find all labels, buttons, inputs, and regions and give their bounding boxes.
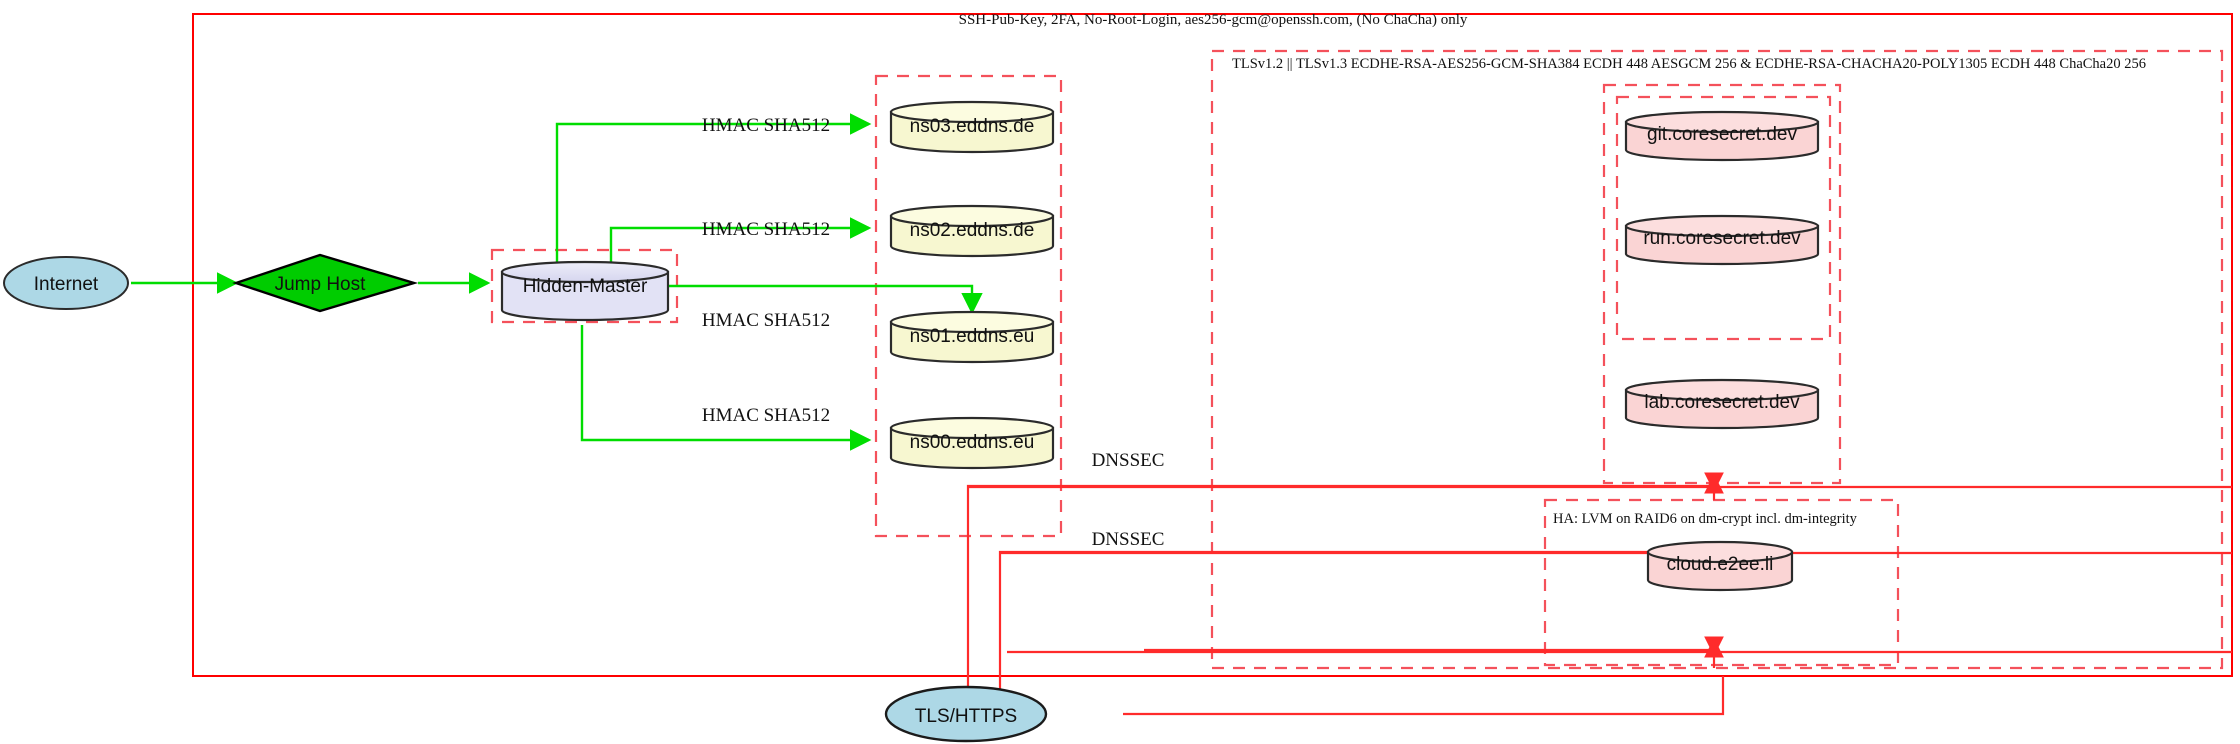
coresecret-inner-zone-boundary (1615, 95, 1832, 341)
node-ns02-label: ns02.eddns.de (910, 220, 1035, 241)
node-ns03-label: ns03.eddns.de (910, 116, 1035, 137)
edge-label-hmac-ns02: HMAC SHA512 (702, 219, 830, 240)
node-tls-https-label: TLS/HTTPS (915, 706, 1017, 727)
node-ns03[interactable]: ns03.eddns.de (889, 100, 1055, 154)
node-jump-host-label: Jump Host (275, 274, 367, 295)
ssh-zone-label: SSH-Pub-Key, 2FA, No-Root-Login, aes256-… (959, 12, 1468, 28)
node-ns01[interactable]: ns01.eddns.eu (889, 310, 1055, 364)
node-ns00[interactable]: ns00.eddns.eu (889, 416, 1055, 470)
ha-zone-boundary (1543, 498, 1900, 667)
edge-label-dnssec-upper: DNSSEC (1092, 450, 1165, 471)
node-ns00-label: ns00.eddns.eu (910, 432, 1035, 453)
node-ns01-label: ns01.eddns.eu (910, 326, 1035, 347)
tls-zone-label: TLSv1.2 || TLSv1.3 ECDHE-RSA-AES256-GCM-… (1232, 56, 2146, 72)
node-hidden-master[interactable]: Hidden-Master (500, 260, 670, 322)
node-lab-coresecret-label: lab.coresecret.dev (1644, 392, 1800, 413)
node-git-coresecret-label: git.coresecret.dev (1647, 124, 1797, 145)
edge-label-dnssec-lower: DNSSEC (1092, 529, 1165, 550)
node-run-coresecret[interactable]: run.coresecret.dev (1624, 214, 1820, 266)
node-run-coresecret-label: run.coresecret.dev (1643, 228, 1801, 249)
red-edges (966, 472, 2232, 716)
node-internet[interactable]: Internet (3, 256, 129, 310)
node-hidden-master-label: Hidden-Master (523, 276, 648, 297)
green-edges (131, 113, 983, 451)
node-tls-https[interactable]: TLS/HTTPS (884, 685, 1048, 743)
edge-label-hmac-ns00: HMAC SHA512 (702, 405, 830, 426)
node-cloud-e2ee-label: cloud.e2ee.li (1667, 554, 1774, 575)
node-lab-coresecret[interactable]: lab.coresecret.dev (1624, 378, 1820, 430)
tls-zone-boundary (1210, 49, 2224, 670)
edge-label-hmac-ns01: HMAC SHA512 (702, 310, 830, 331)
node-git-coresecret[interactable]: git.coresecret.dev (1624, 110, 1820, 162)
ha-zone-label: HA: LVM on RAID6 on dm-crypt incl. dm-in… (1553, 511, 1858, 527)
node-internet-label: Internet (34, 274, 99, 295)
ssh-zone-boundary (192, 13, 2233, 677)
node-jump-host[interactable]: Jump Host (232, 253, 419, 313)
edge-label-hmac-ns03: HMAC SHA512 (702, 115, 830, 136)
node-cloud-e2ee[interactable]: cloud.e2ee.li (1646, 540, 1794, 592)
node-ns02[interactable]: ns02.eddns.de (889, 204, 1055, 258)
